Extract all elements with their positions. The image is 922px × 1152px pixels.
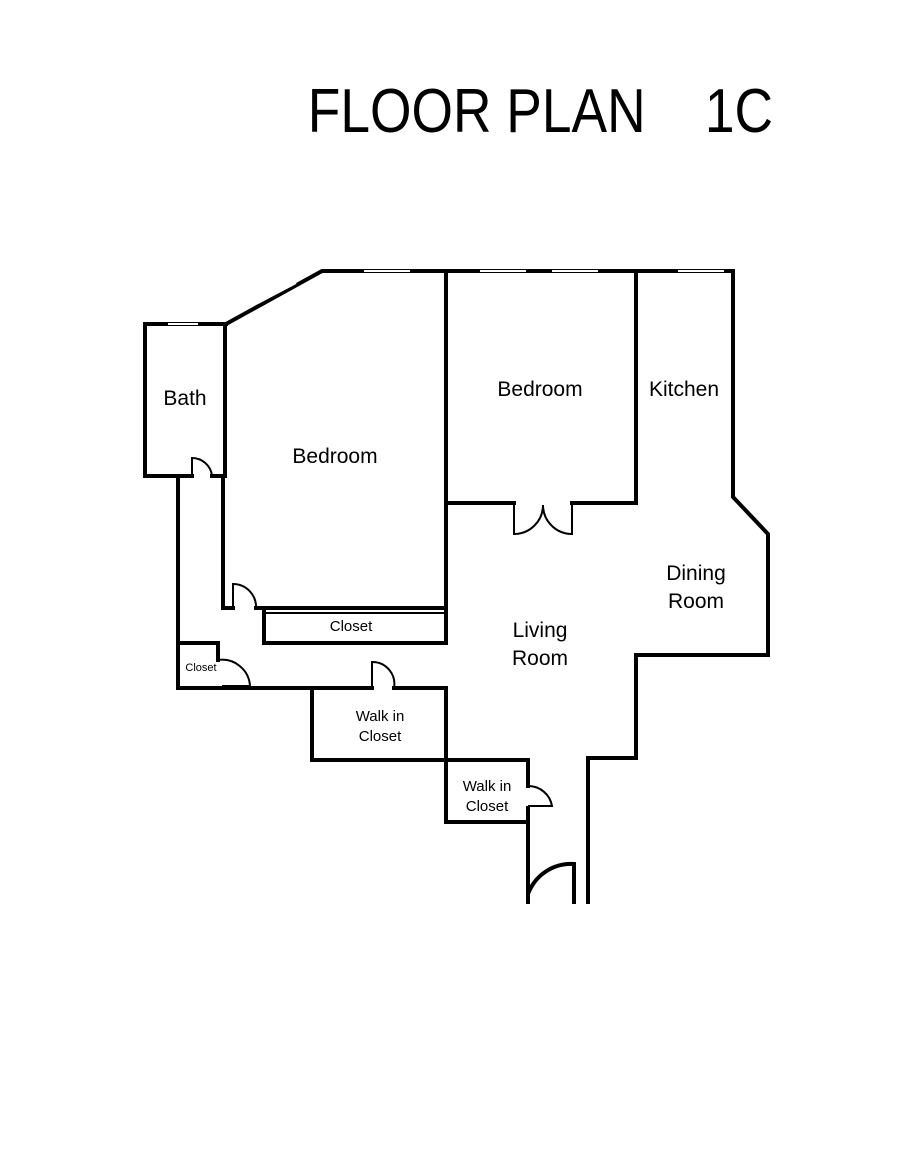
walkin2-label-1: Walk in [463,778,512,795]
bedroom-right-door-right [542,503,573,536]
bedroom-right-label: Bedroom [497,378,582,401]
bedroom-right-door-left [513,503,544,536]
exterior-walls [143,269,770,904]
small-closet-door [217,658,252,687]
windows [168,270,724,325]
closet-small-label: Closet [185,662,216,674]
dining-label-1: Dining [666,562,726,585]
dining-label-2: Room [668,590,724,613]
bedroom-left-label: Bedroom [292,445,377,468]
bath-label: Bath [163,387,206,410]
entry-door [526,861,576,904]
living-label-1: Living [513,619,568,642]
bath-door [191,456,213,477]
floor-plan-title: FLOOR PLAN 1C [70,76,863,156]
walkin2-label-2: Closet [466,798,509,815]
walkin1-label-2: Closet [359,728,402,745]
kitchen-label: Kitchen [649,378,719,401]
doors [191,456,576,904]
walkin2-door [527,784,554,807]
living-label-2: Room [512,647,568,670]
room-labels: Bath Bedroom Bedroom Kitchen Dining Room… [163,378,725,815]
walkin1-label-1: Walk in [356,708,405,725]
bedroom-left-door [232,582,258,609]
walkin1-door [371,660,396,689]
interior-walls [176,269,638,824]
closet-long-label: Closet [330,618,373,635]
title-text: FLOOR PLAN 1C [307,77,774,146]
